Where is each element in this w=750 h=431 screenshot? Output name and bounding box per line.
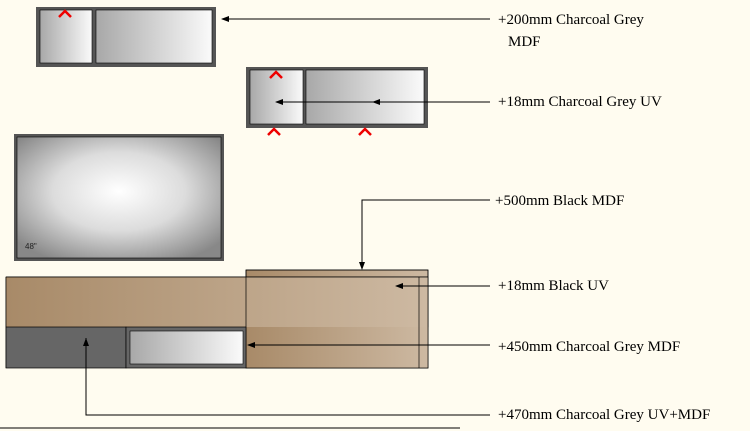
lower-unit bbox=[5, 269, 429, 369]
leader-base bbox=[85, 338, 490, 416]
top-cabinet bbox=[36, 7, 216, 67]
marker-caret bbox=[269, 70, 283, 79]
label-mid-cabinet: +18mm Charcoal Grey UV bbox=[498, 94, 662, 110]
marker-caret bbox=[58, 9, 72, 18]
marker-caret bbox=[267, 127, 281, 136]
tv bbox=[14, 134, 224, 261]
label-drawer: +450mm Charcoal Grey MDF bbox=[498, 339, 681, 355]
label-back-panel: +500mm Black MDF bbox=[495, 193, 625, 209]
leader-back-panel bbox=[361, 199, 490, 268]
marker-caret bbox=[358, 127, 372, 136]
mid-cabinet bbox=[246, 67, 428, 136]
label-top-cabinet-2: MDF bbox=[508, 34, 541, 50]
label-shelf: +18mm Black UV bbox=[498, 278, 609, 294]
tv-size-label: 48" bbox=[25, 242, 37, 251]
label-base: +470mm Charcoal Grey UV+MDF bbox=[498, 407, 711, 423]
label-top-cabinet-1: +200mm Charcoal Grey bbox=[498, 12, 644, 28]
base-grey bbox=[5, 326, 127, 369]
